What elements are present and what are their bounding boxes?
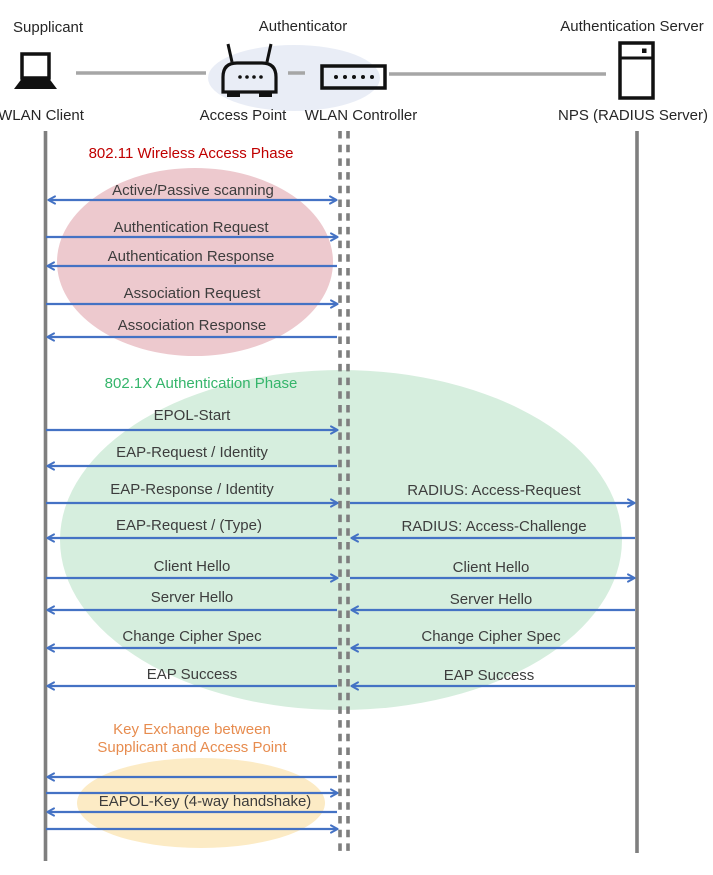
message-label: EAP-Request / (Type) xyxy=(116,517,262,534)
message-label: Server Hello xyxy=(449,591,533,608)
message-label: Active/Passive scanning xyxy=(112,182,274,199)
phase2-ellipse xyxy=(60,370,622,710)
device-label-wlan-client: WLAN Client xyxy=(0,107,84,124)
device-label-nps-radius-server: NPS (RADIUS Server) xyxy=(557,107,709,124)
phase2-title: 802.1X Authentication Phase xyxy=(104,375,298,392)
message-label: Association Response xyxy=(117,317,267,334)
message-label: EAP Success xyxy=(146,666,238,683)
message-label: EAP-Response / Identity xyxy=(110,481,274,498)
phase1-ellipse xyxy=(57,168,333,356)
phase3-title: Key Exchange between Supplicant and Acce… xyxy=(97,721,287,756)
message-label: EPOL-Start xyxy=(153,407,231,424)
message-label: Association Request xyxy=(123,285,261,302)
phase3-ellipse xyxy=(77,758,325,848)
message-label: Change Cipher Spec xyxy=(421,628,561,645)
access-point-icon xyxy=(221,43,278,97)
device-label-wlan-controller: WLAN Controller xyxy=(304,107,418,124)
message-label: Authentication Response xyxy=(107,248,275,265)
message-label: EAP Success xyxy=(443,667,535,684)
device-label-access-point: Access Point xyxy=(199,107,287,124)
server-icon xyxy=(618,41,655,100)
laptop-icon xyxy=(14,52,57,89)
message-label: RADIUS: Access-Request xyxy=(407,482,581,499)
message-label: Client Hello xyxy=(452,559,530,576)
device-connectors xyxy=(76,71,606,76)
message-label: RADIUS: Access-Challenge xyxy=(401,518,587,535)
role-label-authentication-server: Authentication Server xyxy=(560,18,704,35)
message-label: EAP-Request / Identity xyxy=(116,444,268,461)
message-label: Authentication Request xyxy=(113,219,269,236)
message-label: EAPOL-Key (4-way handshake) xyxy=(98,793,312,810)
wlan-controller-icon xyxy=(320,64,387,90)
message-label: Server Hello xyxy=(150,589,234,606)
role-label-supplicant: Supplicant xyxy=(13,19,84,36)
phase1-title: 802.11 Wireless Access Phase xyxy=(88,145,294,162)
message-label: Change Cipher Spec xyxy=(122,628,262,645)
message-label: Client Hello xyxy=(153,558,231,575)
role-label-authenticator: Authenticator xyxy=(258,18,348,35)
